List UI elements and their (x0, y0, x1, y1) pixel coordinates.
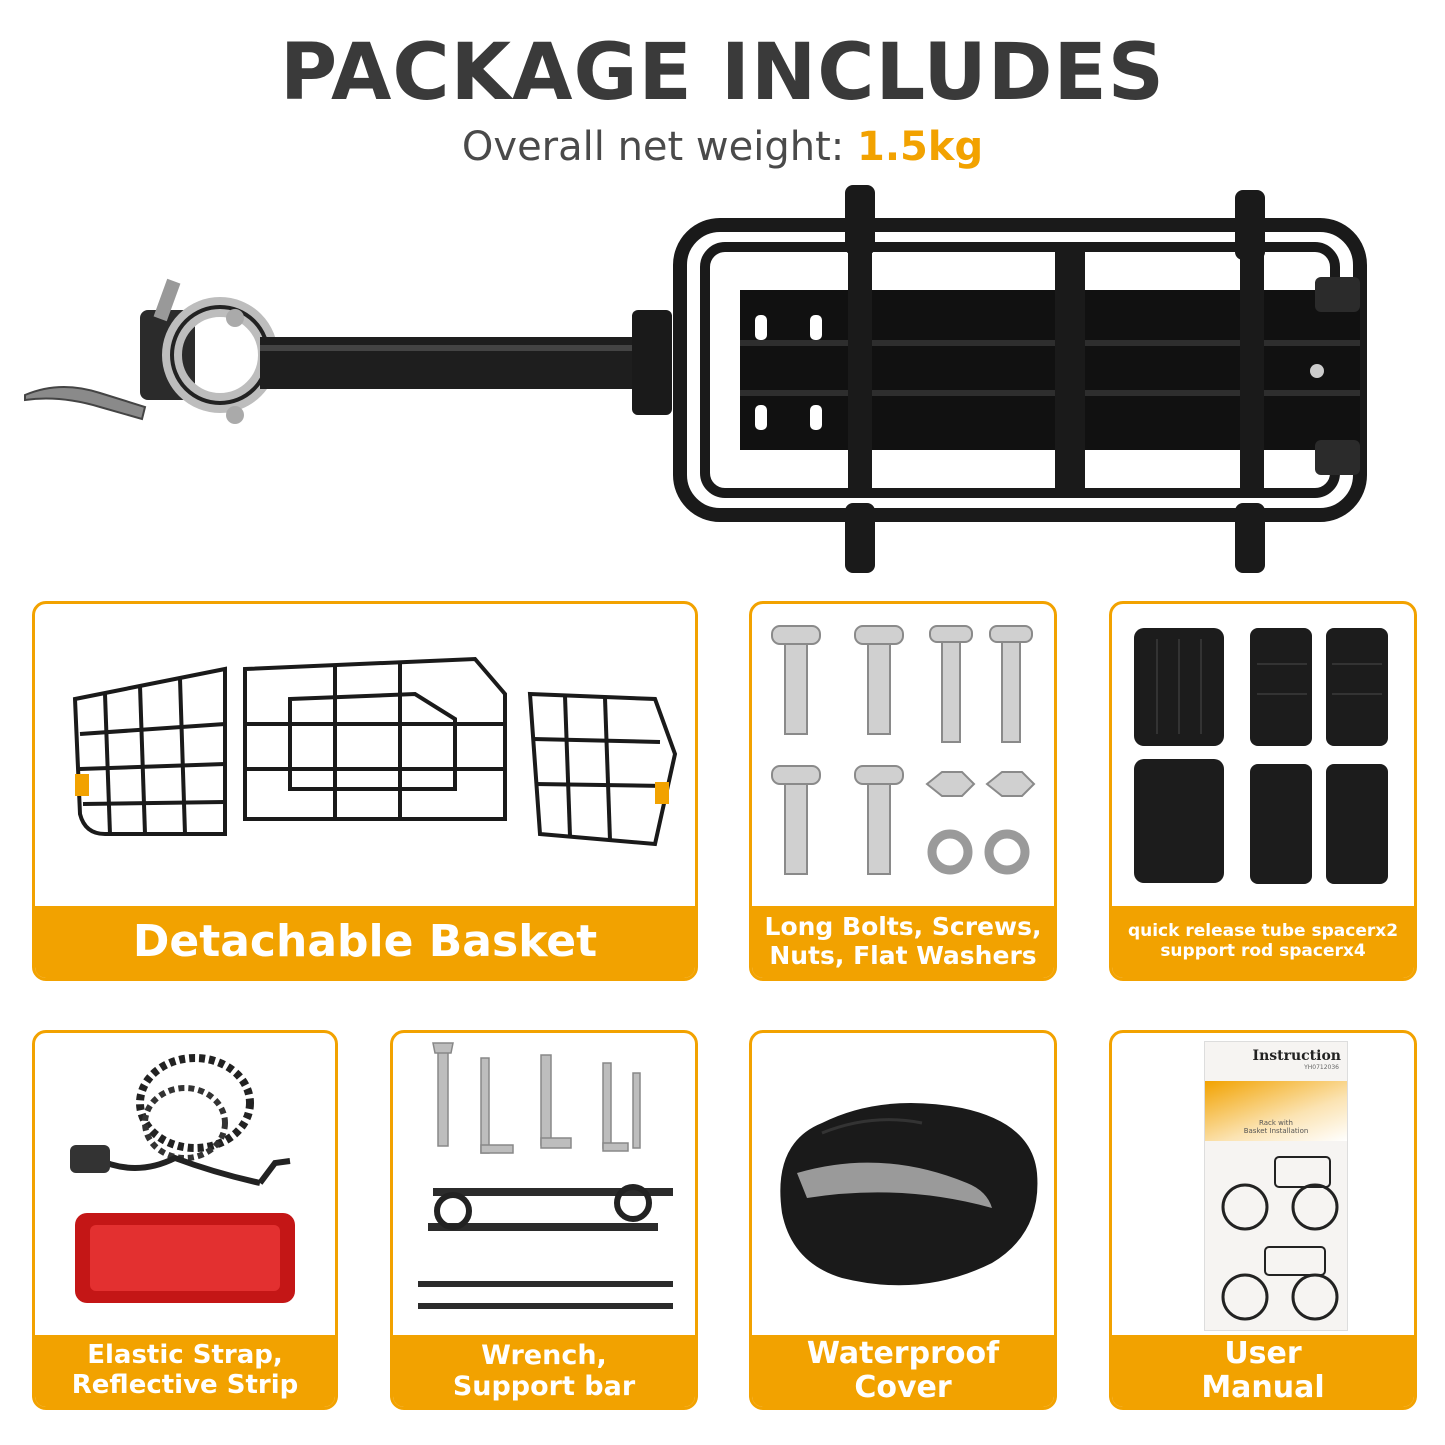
manual-label: User Manual (1112, 1335, 1414, 1407)
wrench-image (418, 1042, 673, 1309)
manual-label-line1: User (1224, 1335, 1302, 1371)
strap-label-line1: Elastic Strap, (87, 1340, 283, 1371)
spacers-image (1134, 628, 1388, 884)
manual-code: YH0712036 (1304, 1064, 1339, 1071)
cover-label: Waterproof Cover (752, 1335, 1054, 1407)
spacers-label-line1: quick release tube spacerx2 (1127, 921, 1399, 942)
manual-bike-illustration (1221, 1156, 1339, 1321)
card-wrench: Wrench, Support bar (390, 1030, 698, 1410)
strap-label-line2: Reflective Strip (71, 1370, 299, 1400)
card-cover: Waterproof Cover (749, 1030, 1057, 1410)
card-manual: Instruction YH0712036 Rack with Basket I… (1109, 1030, 1417, 1410)
card-bolts: Long Bolts, Screws, Nuts, Flat Washers (749, 601, 1057, 981)
strap-image (70, 1054, 295, 1303)
basket-label: Detachable Basket (35, 906, 695, 978)
bolts-label-line2: Nuts, Flat Washers (769, 941, 1037, 970)
net-weight-value: 1.5kg (857, 124, 984, 170)
cover-image (780, 1103, 1038, 1286)
bolts-label: Long Bolts, Screws, Nuts, Flat Washers (752, 906, 1054, 978)
wrench-label-line1: Wrench, (481, 1339, 607, 1371)
wrench-label: Wrench, Support bar (393, 1335, 695, 1407)
bolts-label-line1: Long Bolts, Screws, (764, 912, 1042, 942)
spacers-label: quick release tube spacerx2 support rod … (1112, 906, 1414, 978)
manual-booklet: Instruction YH0712036 Rack with Basket I… (1204, 1041, 1348, 1331)
manual-label-line2: Manual (1201, 1370, 1325, 1405)
basket-label-line1: Detachable Basket (132, 915, 598, 967)
net-weight-label: Overall net weight: (461, 124, 845, 170)
bike-rack-image (24, 185, 1367, 573)
manual-heading: Instruction (1252, 1048, 1341, 1064)
cover-label-line1: Waterproof (806, 1335, 1000, 1371)
wrench-label-line2: Support bar (452, 1371, 636, 1402)
manual-orange-band (1205, 1081, 1347, 1141)
bolts-image (771, 625, 1036, 875)
card-strap: Elastic Strap, Reflective Strip (32, 1030, 338, 1410)
page-title: PACKAGE INCLUDES (280, 28, 1165, 118)
basket-image (72, 656, 678, 847)
page-subtitle: Overall net weight: 1.5kg (0, 124, 1445, 170)
card-spacers: quick release tube spacerx2 support rod … (1109, 601, 1417, 981)
strap-label: Elastic Strap, Reflective Strip (35, 1335, 335, 1407)
card-detachable-basket: Detachable Basket (32, 601, 698, 981)
cover-label-line2: Cover (854, 1370, 952, 1405)
spacers-label-line2: support rod spacerx4 (1160, 941, 1366, 961)
manual-caption-line2: Basket Installation (1243, 1127, 1309, 1135)
manual-caption-line1: Rack with (1259, 1119, 1293, 1127)
